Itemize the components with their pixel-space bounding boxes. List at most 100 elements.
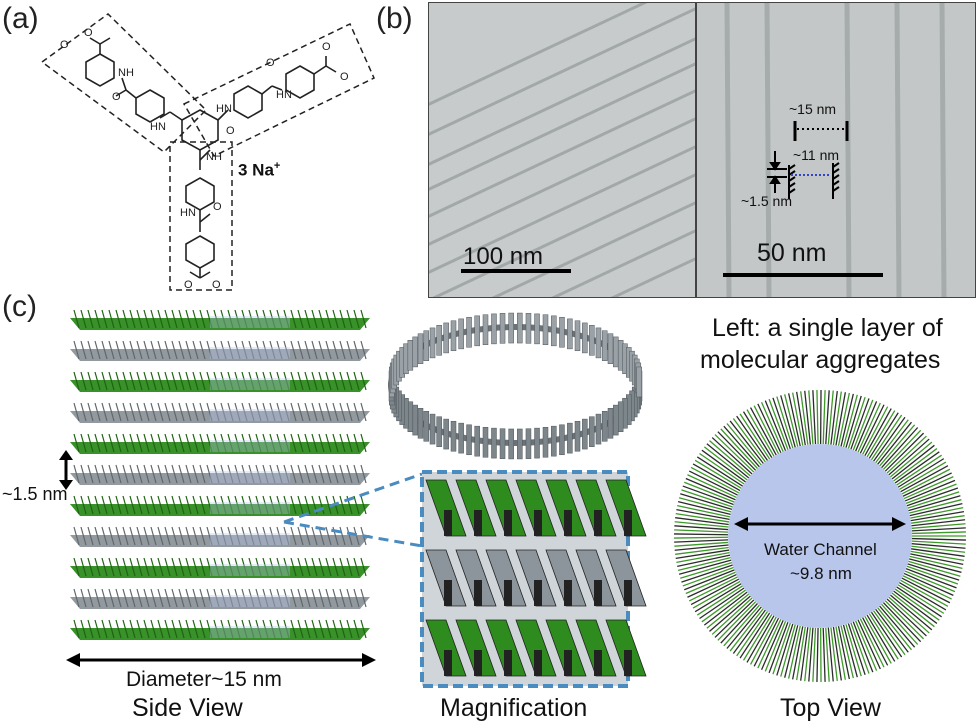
inset-fin-edge bbox=[564, 510, 572, 536]
top-view-spoke bbox=[680, 561, 733, 579]
ring-fin bbox=[417, 408, 424, 439]
top-view-spoke bbox=[832, 626, 842, 681]
top-view-spoke bbox=[888, 438, 930, 476]
ring-fin bbox=[491, 427, 497, 459]
inset-fin-edge bbox=[594, 580, 602, 606]
top-view-spoke bbox=[896, 586, 942, 618]
top-view-spoke bbox=[780, 624, 796, 677]
top-view-spoke bbox=[674, 539, 729, 543]
inset-fin-edge bbox=[504, 510, 512, 536]
top-view-spoke bbox=[687, 573, 737, 598]
ring-fin bbox=[525, 313, 532, 344]
stack-layer bbox=[70, 588, 370, 609]
inset-fin-edge bbox=[444, 650, 452, 676]
top-view-spoke bbox=[764, 621, 787, 672]
scale-bar-label-right: 50 nm bbox=[757, 239, 827, 267]
top-view-note-line2: molecular aggregates bbox=[700, 346, 941, 374]
water-channel-label: Water Channel bbox=[764, 540, 877, 559]
top-view-spoke bbox=[857, 402, 881, 453]
top-view-spoke bbox=[676, 509, 730, 521]
inset-fin bbox=[545, 619, 587, 677]
svg-text:O: O bbox=[322, 41, 331, 53]
top-view-spoke bbox=[760, 401, 784, 452]
inset-fin-edge bbox=[594, 510, 602, 536]
top-view-spoke bbox=[796, 626, 806, 681]
top-view-spoke bbox=[675, 546, 729, 555]
inset-fin bbox=[485, 619, 527, 677]
top-view-spoke bbox=[879, 605, 916, 648]
stack-layer bbox=[70, 495, 370, 516]
top-view-spoke bbox=[888, 596, 930, 634]
top-view-spoke bbox=[709, 595, 751, 632]
top-view-spoke bbox=[891, 444, 935, 480]
top-view-spoke bbox=[717, 431, 757, 471]
tem-image-left: 100 nm bbox=[428, 2, 696, 298]
inset-fin bbox=[515, 479, 557, 537]
top-view-spoke bbox=[804, 390, 812, 445]
top-view-spoke bbox=[720, 428, 758, 469]
top-view-spoke bbox=[816, 627, 819, 682]
top-view-spoke bbox=[837, 625, 850, 680]
top-view-spoke bbox=[870, 611, 903, 658]
top-view-spoke bbox=[850, 622, 870, 674]
top-view-spoke bbox=[768, 622, 789, 674]
top-view-spoke bbox=[742, 411, 773, 458]
top-view-spoke bbox=[825, 627, 830, 682]
top-view-spoke bbox=[749, 616, 777, 665]
top-view-spoke bbox=[845, 395, 862, 448]
top-view-spoke bbox=[911, 540, 966, 545]
top-view-spoke bbox=[855, 401, 878, 452]
top-view-spoke bbox=[776, 623, 794, 676]
top-view-spoke bbox=[911, 548, 965, 557]
top-view-spoke bbox=[864, 615, 892, 664]
ring-fin bbox=[423, 330, 430, 361]
svg-text:NH: NH bbox=[118, 67, 134, 79]
top-view-spoke bbox=[866, 410, 896, 458]
ring-fin bbox=[443, 418, 449, 450]
ring-fin bbox=[517, 428, 523, 460]
top-view-spoke bbox=[905, 568, 957, 589]
top-view-spoke bbox=[674, 536, 729, 539]
top-view-spoke bbox=[675, 513, 730, 523]
inset-fin-edge bbox=[444, 580, 452, 606]
top-view-spoke bbox=[808, 390, 814, 445]
top-view-spoke bbox=[862, 406, 889, 455]
top-view-spoke bbox=[910, 550, 965, 561]
top-view-spoke bbox=[910, 511, 965, 522]
top-view-spoke bbox=[859, 404, 885, 454]
top-view-caption: Top View bbox=[780, 694, 881, 722]
ring-fin bbox=[617, 401, 624, 432]
top-view-spoke bbox=[692, 580, 741, 609]
top-view-spoke bbox=[904, 570, 956, 593]
stack-layer bbox=[70, 526, 370, 547]
top-view-spoke bbox=[903, 572, 954, 596]
inset-fin-edge bbox=[624, 510, 632, 536]
ring-fin bbox=[423, 411, 430, 442]
top-view-spoke bbox=[890, 441, 933, 478]
svg-text:HN: HN bbox=[276, 89, 292, 101]
top-view-spoke bbox=[812, 627, 817, 682]
top-view-spoke bbox=[703, 446, 748, 481]
top-view-spoke bbox=[768, 398, 789, 450]
stack-layer bbox=[70, 371, 370, 392]
ring-fin bbox=[450, 420, 457, 452]
inset-fin bbox=[515, 549, 557, 607]
top-view-spoke bbox=[832, 391, 842, 446]
inset-fin-edge bbox=[504, 580, 512, 606]
molecule-structure: NH HN O HN NH O O HN HN O O O O O O O bbox=[40, 13, 375, 291]
svg-text:O: O bbox=[112, 91, 121, 103]
top-view-spoke bbox=[911, 515, 965, 524]
inset-fin bbox=[485, 479, 527, 537]
ring-fin bbox=[436, 416, 442, 447]
top-view-spoke bbox=[890, 594, 933, 631]
top-view-spoke bbox=[882, 429, 922, 470]
top-view-spoke bbox=[703, 591, 748, 626]
inset-fin-edge bbox=[534, 580, 542, 606]
top-view-spoke bbox=[870, 414, 903, 461]
inset-fin-edge bbox=[474, 650, 482, 676]
ring-fin bbox=[499, 313, 506, 344]
top-view-spoke bbox=[904, 479, 956, 502]
top-view-spoke bbox=[906, 565, 959, 585]
ring-fin bbox=[450, 320, 457, 352]
ring-fin bbox=[508, 428, 514, 460]
